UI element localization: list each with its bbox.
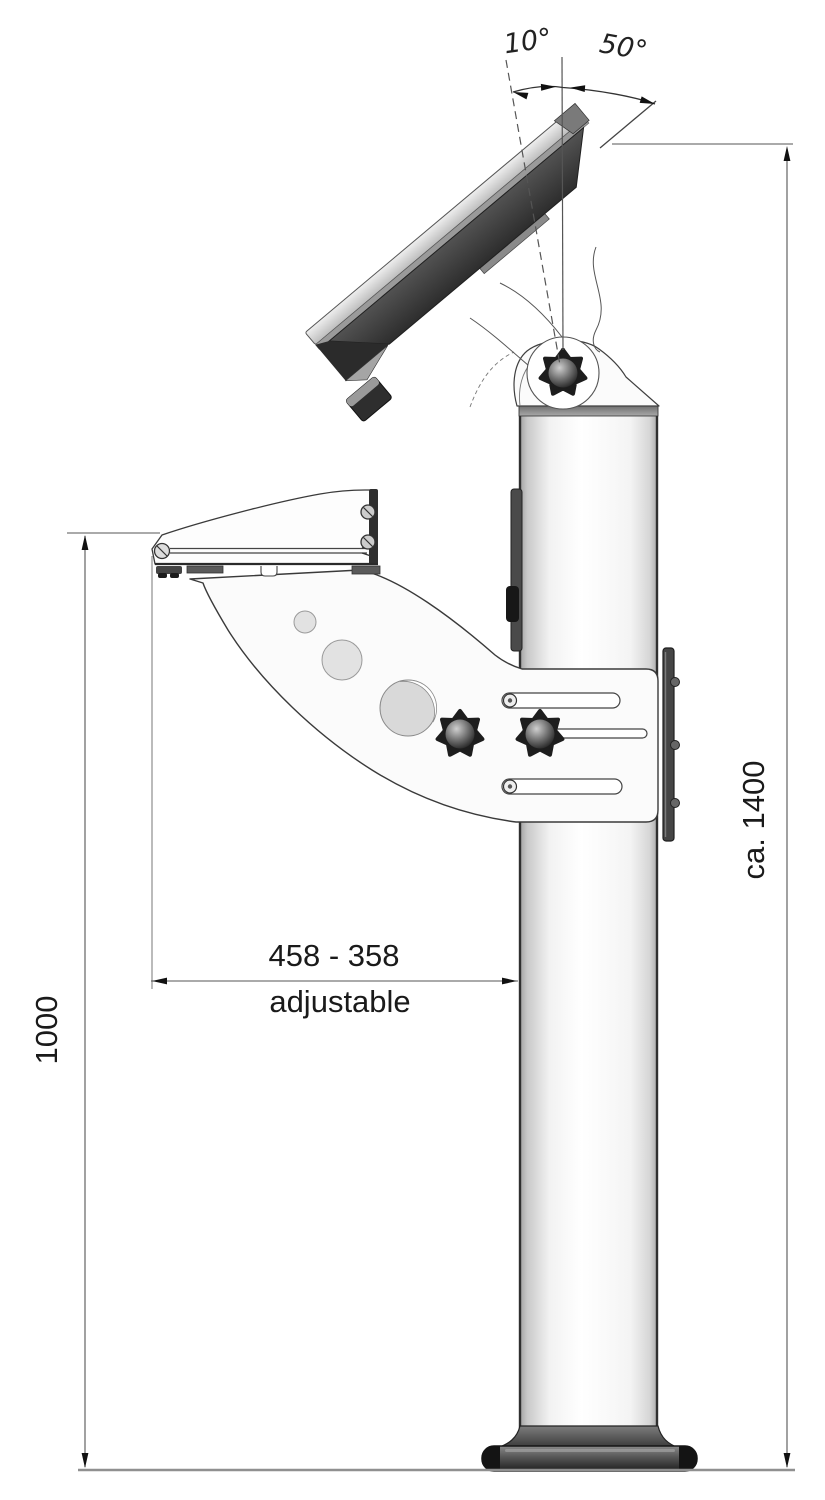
monitor-back [327, 126, 585, 345]
height-total-label: ca. 1400 [736, 761, 771, 880]
plate-screw [670, 740, 680, 750]
tilt-forward-line [599, 100, 657, 149]
pole-top-cap [518, 405, 659, 417]
clamp-slot-bottom [501, 778, 623, 795]
plate-screw [670, 798, 680, 808]
base-right-cap [679, 1446, 698, 1472]
hinge-edge [469, 317, 530, 367]
tray-end-cap [369, 489, 378, 565]
reach-note-label: adjustable [269, 984, 410, 1019]
base-collar [496, 1425, 680, 1449]
height-tray-label: 1000 [29, 996, 64, 1065]
plate-screw [670, 677, 680, 687]
angle-left-label: 10° [502, 23, 554, 60]
dimension-reach: 458 - 358 adjustable [151, 556, 518, 1019]
clamp-slot-top [501, 692, 621, 709]
bracket-hidden-edge [469, 351, 515, 408]
pole [506, 405, 659, 1436]
hinge-details [469, 246, 602, 367]
angle-arc [512, 85, 656, 105]
dimension-height-tray: 1000 [29, 532, 160, 1468]
tilt-knob-sphere [548, 358, 578, 388]
tray-shelf [151, 489, 381, 578]
pole-body [519, 406, 658, 1436]
tray-clip-foot [158, 573, 167, 578]
monitor-corner-cap-right [553, 102, 590, 135]
cable-channel [510, 488, 523, 652]
monitor [305, 102, 590, 422]
base-highlight [505, 1449, 675, 1452]
cable-channel-clip [506, 586, 519, 622]
mounting-plate [662, 647, 680, 842]
clamp-knob-right [515, 709, 565, 757]
arm-hole-medium [321, 639, 363, 681]
monitor-corner-wedge [344, 345, 389, 382]
arm-hole-large [379, 679, 438, 737]
dimension-height-total: ca. 1400 [612, 143, 793, 1468]
tray-plate [151, 489, 373, 565]
hinge-edge [499, 282, 563, 338]
support-arm [189, 569, 659, 823]
screen-edge [315, 118, 590, 350]
pedestal-base [481, 1425, 698, 1472]
tilt-knob [526, 336, 600, 410]
arm-hole-small [293, 610, 317, 634]
reach-label: 458 - 358 [269, 938, 400, 973]
tray-clip-foot [170, 573, 179, 578]
tray-bracket [186, 565, 224, 574]
screen-bezel [305, 106, 585, 345]
cable [592, 246, 602, 353]
base-left-cap [481, 1446, 500, 1472]
connector-box-top [346, 377, 379, 407]
tray-tab [260, 566, 278, 577]
angle-right-label: 50° [597, 28, 650, 67]
tray-clip-right [351, 565, 381, 575]
clamp-knob-left [435, 709, 485, 757]
tray-clip [156, 566, 182, 574]
vertical-reference-line [561, 56, 564, 351]
monitor-corner-cap-left [315, 341, 390, 381]
